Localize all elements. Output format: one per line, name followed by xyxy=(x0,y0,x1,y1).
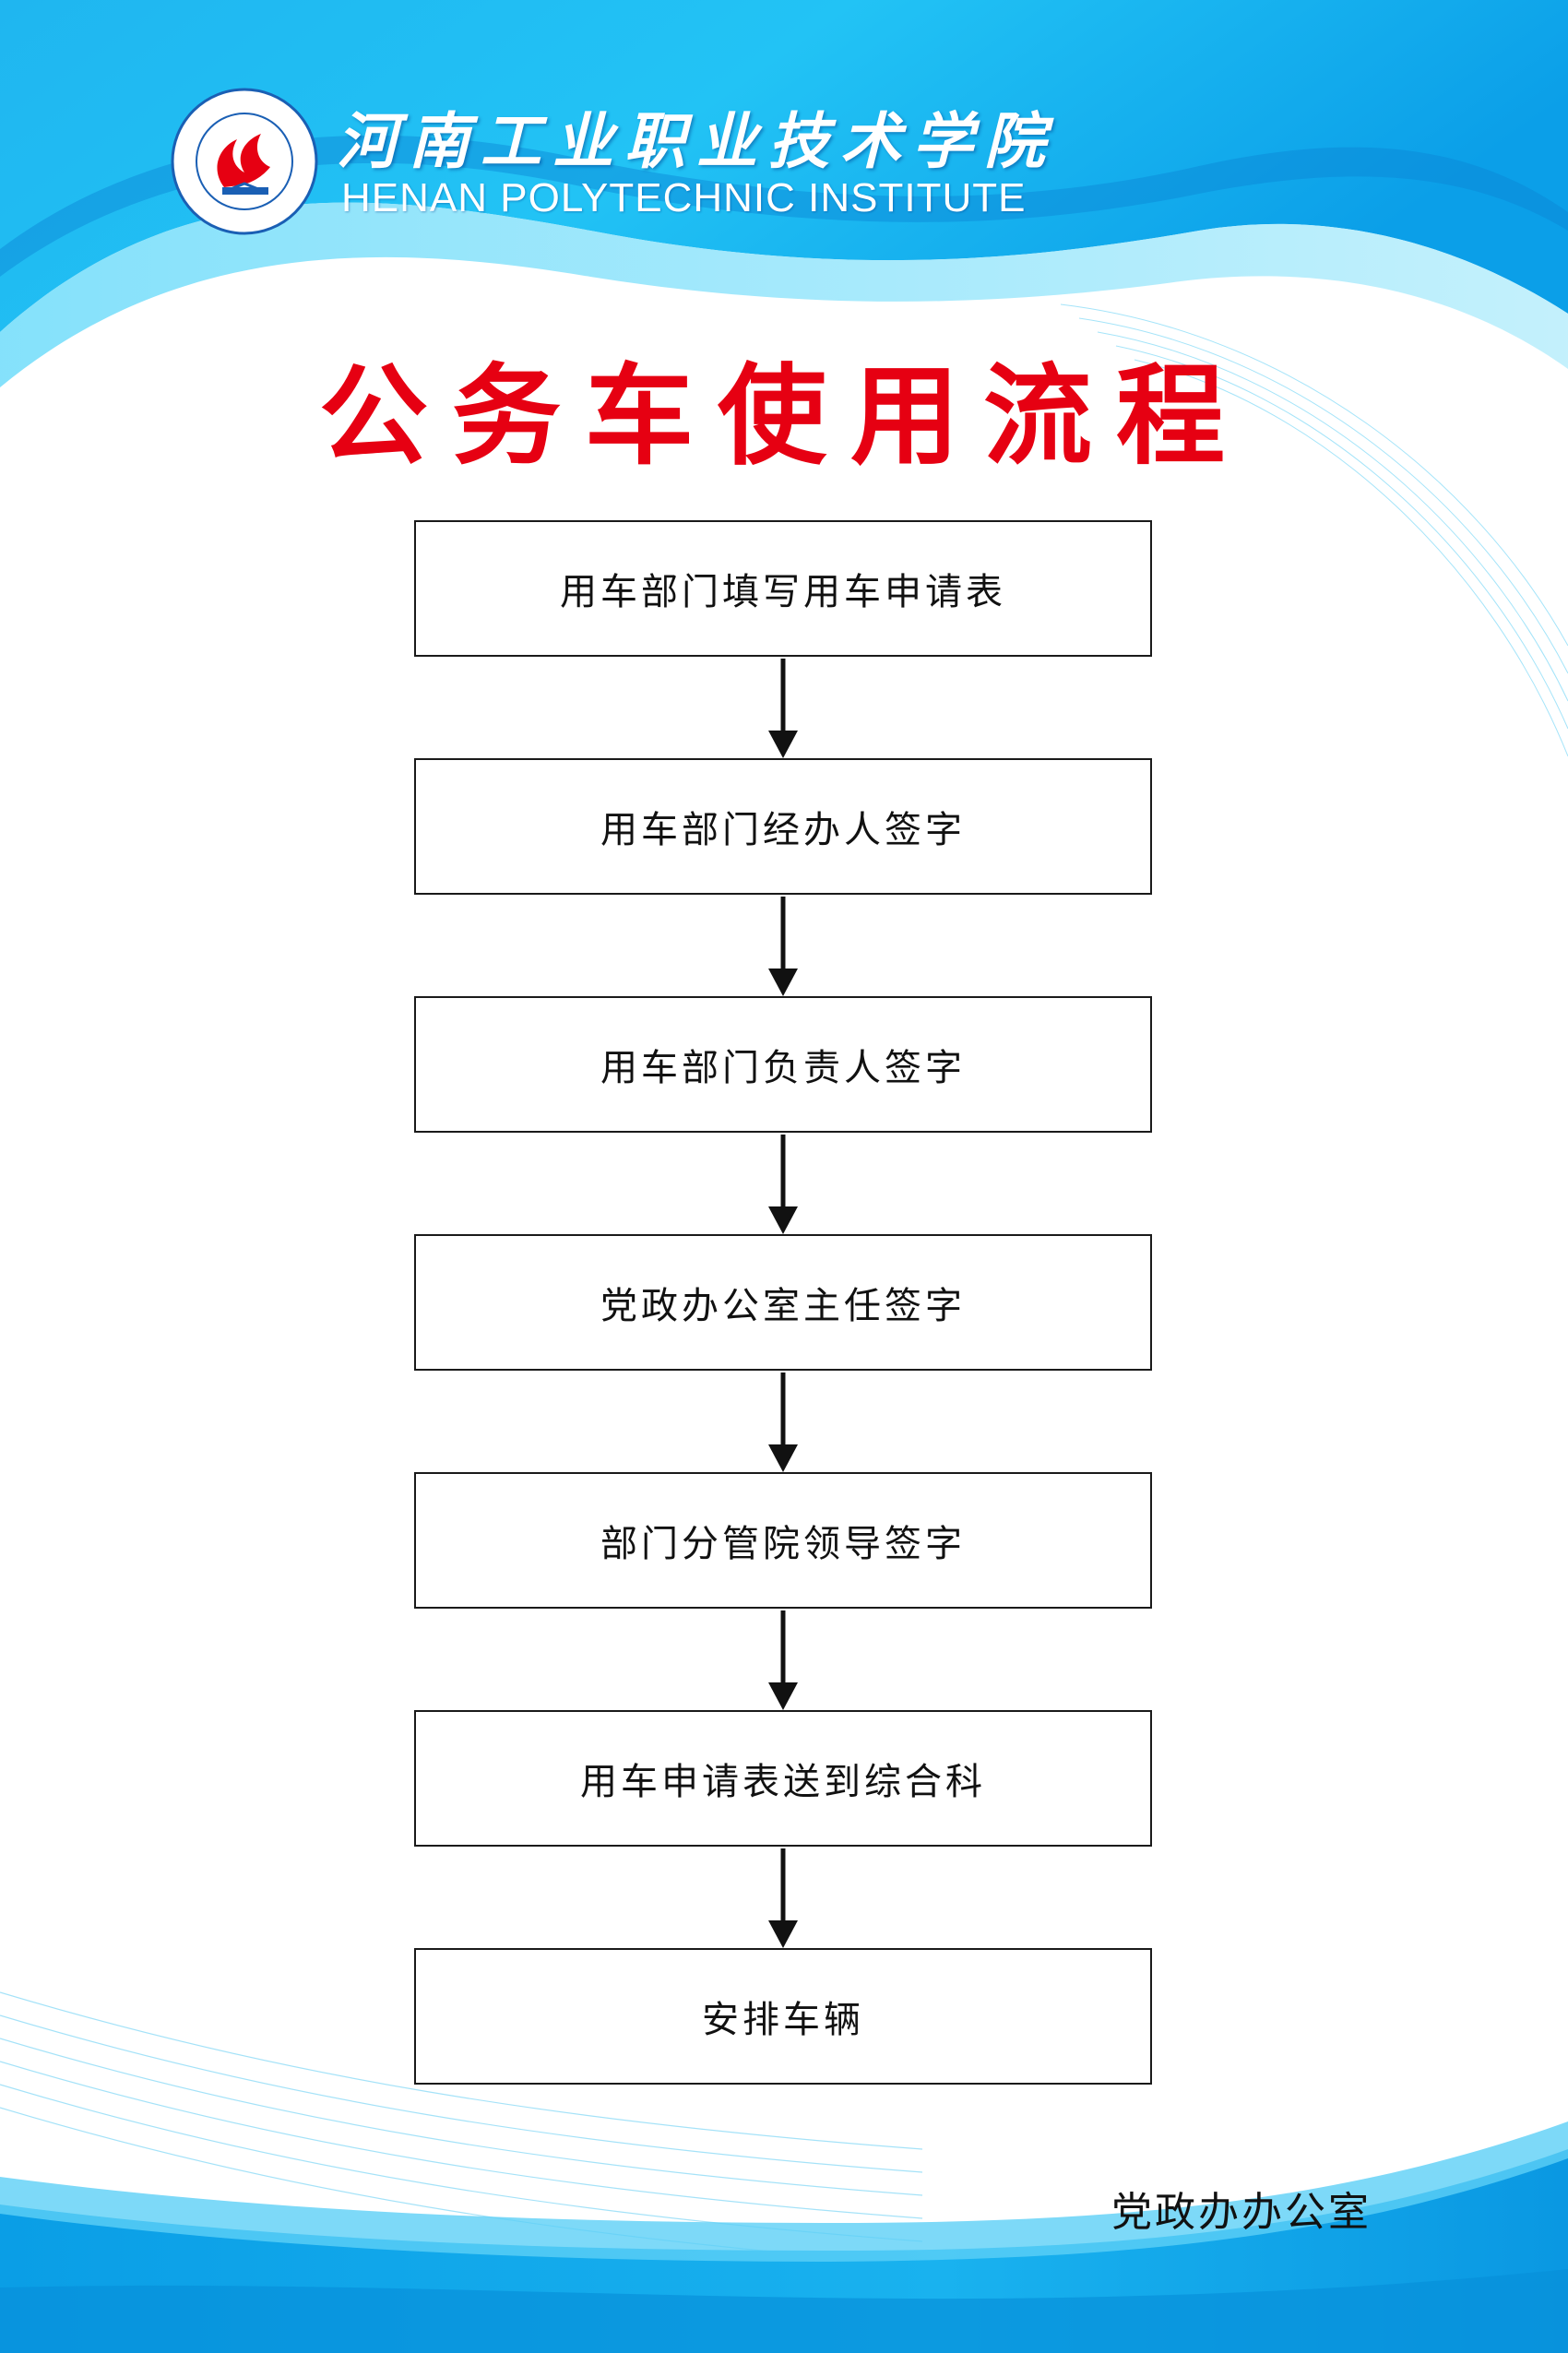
issuing-office: 党政办办公室 xyxy=(1111,2189,1372,2236)
flow-arrow xyxy=(768,1610,798,1710)
school-name-en: HENAN POLYTECHNIC INSTITUTE xyxy=(341,175,1027,220)
flow-step-label: 党政办公室主任签字 xyxy=(600,1285,966,1327)
flow-step-label: 用车部门经办人签字 xyxy=(600,809,966,851)
flow-arrow xyxy=(768,1135,798,1234)
flow-arrow xyxy=(768,659,798,758)
flow-step-label: 部门分管院领导签字 xyxy=(600,1523,966,1565)
flow-step-4: 党政办公室主任签字 xyxy=(414,1234,1152,1371)
poster-title: 公务车使用流程 xyxy=(318,352,1249,480)
flow-step-label: 安排车辆 xyxy=(702,1999,864,2041)
flow-step-7: 安排车辆 xyxy=(414,1948,1152,2085)
flow-arrow xyxy=(768,1848,798,1948)
school-logo xyxy=(171,88,318,235)
flow-step-2: 用车部门经办人签字 xyxy=(414,758,1152,895)
flow-step-5: 部门分管院领导签字 xyxy=(414,1472,1152,1609)
flow-step-6: 用车申请表送到综合科 xyxy=(414,1710,1152,1847)
flow-step-1: 用车部门填写用车申请表 xyxy=(414,520,1152,657)
flow-step-label: 用车部门填写用车申请表 xyxy=(560,571,1006,613)
flow-step-label: 用车部门负责人签字 xyxy=(600,1047,966,1089)
flow-step-3: 用车部门负责人签字 xyxy=(414,996,1152,1133)
flow-step-label: 用车申请表送到综合科 xyxy=(580,1761,986,1803)
school-name-cn: 河南工业职业技术学院 xyxy=(337,105,1056,177)
flow-arrow xyxy=(768,897,798,996)
flow-arrow xyxy=(768,1373,798,1472)
